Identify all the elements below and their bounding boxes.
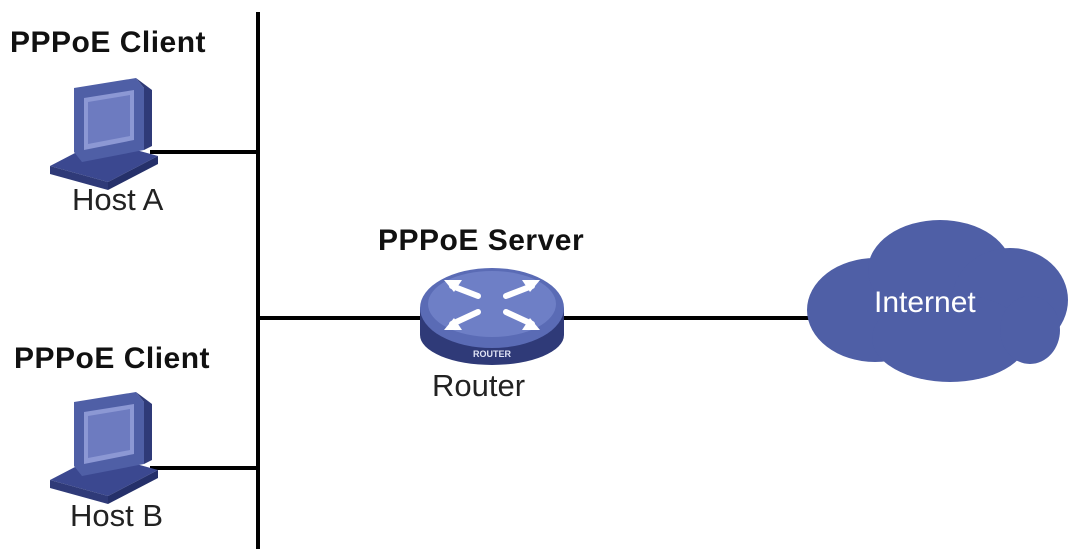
- host-b-name-label: Host B: [70, 498, 164, 533]
- host-a-name-label: Host A: [72, 182, 164, 217]
- computer-icon-host-b: [50, 392, 158, 504]
- computer-icon-host-a: [50, 78, 158, 190]
- router-icon: ROUTER: [420, 268, 564, 365]
- internet-label: Internet: [874, 286, 976, 319]
- router-name-label: Router: [432, 368, 526, 403]
- host-a-role-label: PPPoE Client: [10, 26, 207, 59]
- internet-cloud-icon: [807, 220, 1068, 382]
- host-b-role-label: PPPoE Client: [14, 342, 211, 375]
- router-badge: ROUTER: [473, 349, 512, 359]
- server-role-label: PPPoE Server: [378, 224, 585, 257]
